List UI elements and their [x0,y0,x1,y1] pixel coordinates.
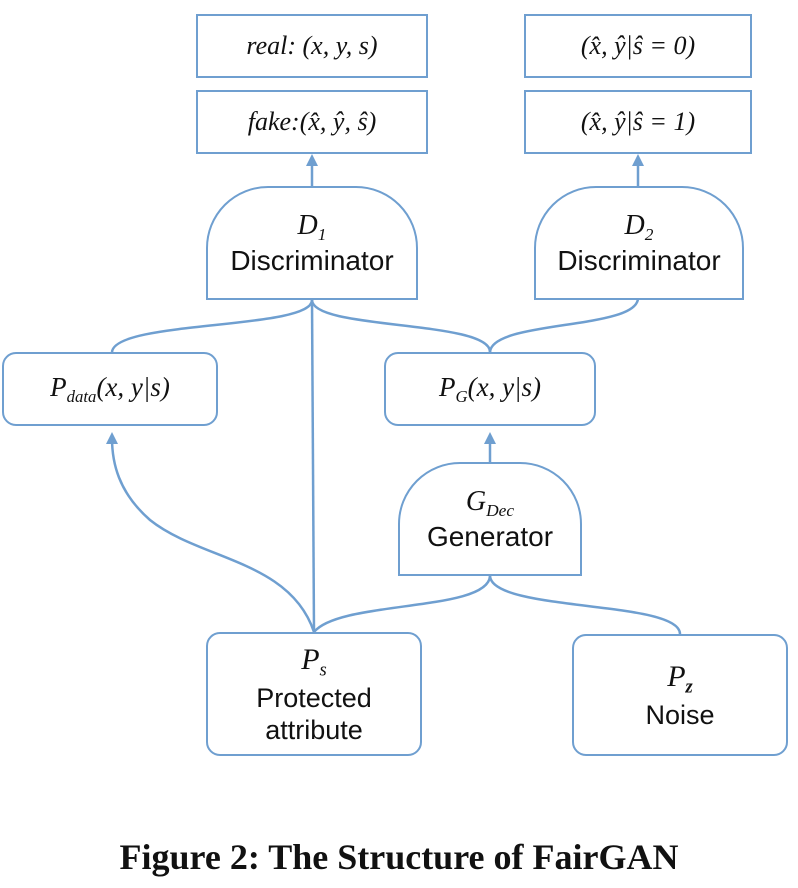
protected-attribute-node: Ps Protected attribute [206,632,422,756]
fake-output-label: fake:(x̂, ŷ, ŝ) [247,107,377,136]
p-data-args: (x, y|s) [96,371,170,402]
ps-letter: P [301,642,320,676]
pz-letter: P [667,659,686,693]
generator-letter: G [465,485,487,517]
d2-label: Discriminator [557,244,721,276]
p-g-args: (x, y|s) [467,371,541,402]
p-data-node: Pdata(x, y|s) [2,352,218,426]
d1-to-pg-curve [310,299,492,353]
d2-symbol-sub: 2 [644,224,654,244]
ps-to-d1-line [310,299,316,633]
ps-to-gen-curve [313,575,492,633]
generator-node: GDec Generator [398,462,582,576]
generator-sub: Dec [486,500,515,520]
d1-symbol-letter: D [297,209,318,241]
ps-label-line2: attribute [265,714,363,745]
p-g-node: PG(x, y|s) [384,352,596,426]
d1-to-pdata-curve [110,299,314,353]
pz-sub: z [685,676,693,698]
p-data-sub: data [66,386,97,406]
d2-discriminator-node: D2 Discriminator [534,186,744,300]
ps-label-line1: Protected [256,682,372,713]
pz-symbol: Pz [667,659,693,699]
ps-to-pdata-arrow [106,432,316,633]
real-output-box: real: (x, y, s) [196,14,428,78]
s1-output-label: (x̂, ŷ|ŝ = 1) [580,107,696,136]
p-g-letter: P [439,371,456,402]
figure-caption: Figure 2: The Structure of FairGAN [119,837,679,877]
d1-label: Discriminator [230,244,394,276]
s0-output-box: (x̂, ŷ|ŝ = 0) [524,14,752,78]
s1-output-box: (x̂, ŷ|ŝ = 1) [524,90,752,154]
noise-node: Pz Noise [572,634,788,756]
generator-label: Generator [426,520,554,552]
fake-output-box: fake:(x̂, ŷ, ŝ) [196,90,428,154]
d1-symbol: D1 [298,209,327,245]
p-g-formula: PG(x, y|s) [439,372,541,407]
s0-output-label: (x̂, ŷ|ŝ = 0) [580,31,696,60]
ps-symbol: Ps [301,642,327,682]
d2-to-pg-curve [488,297,640,353]
p-g-sub: G [455,386,468,406]
pz-label: Noise [645,699,715,730]
d1-discriminator-node: D1 Discriminator [206,186,418,300]
p-data-formula: Pdata(x, y|s) [50,372,170,407]
d1-symbol-sub: 1 [317,224,327,244]
ps-sub: s [319,659,327,681]
real-output-label: real: (x, y, s) [246,31,378,60]
pz-to-gen-curve [488,575,682,635]
p-data-letter: P [50,371,67,402]
d2-symbol: D2 [625,209,654,245]
generator-symbol: GDec [466,485,514,521]
d2-symbol-letter: D [624,209,645,241]
